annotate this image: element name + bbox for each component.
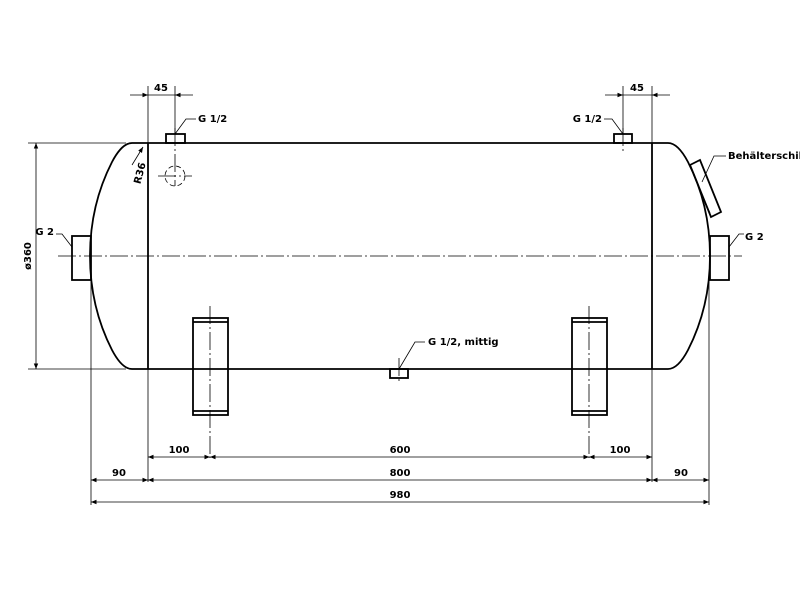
left-fitting-label: G 2: [35, 227, 54, 238]
right-fitting-label: G 2: [745, 232, 764, 243]
left-saddle-foot: [192, 306, 229, 458]
right-g2-nozzle: [709, 235, 730, 281]
dim-shell: 800: [390, 468, 411, 479]
dim-between-feet: 600: [390, 445, 411, 456]
dim-end-left: 90: [112, 468, 126, 479]
top-left-dim-label: 45: [154, 83, 168, 94]
left-g2-nozzle: [71, 235, 92, 281]
dim-foot-left: 100: [169, 445, 190, 456]
dimension-lines: [33, 92, 709, 505]
bottom-g12-nozzle: [389, 358, 409, 384]
bottom-fitting-label: G 1/2, mittig: [428, 337, 499, 348]
dim-end-right: 90: [674, 468, 688, 479]
top-right-dim-label: 45: [630, 83, 644, 94]
diameter-label: ø360: [23, 242, 34, 270]
leader-lines: [56, 118, 744, 370]
top-left-nozzle-hidden-view: [158, 165, 192, 187]
dim-foot-right: 100: [610, 445, 631, 456]
extension-lines: [28, 86, 710, 505]
nameplate-bracket: [688, 158, 723, 219]
top-left-fitting-label: G 1/2: [198, 114, 227, 125]
dim-overall: 980: [390, 490, 411, 501]
radius-label: R36: [132, 161, 148, 185]
top-right-fitting-label: G 1/2: [573, 114, 602, 125]
right-saddle-foot: [571, 306, 608, 458]
top-left-g12-nozzle: [165, 128, 186, 186]
nameplate-label: Behälterschild: [728, 151, 800, 162]
